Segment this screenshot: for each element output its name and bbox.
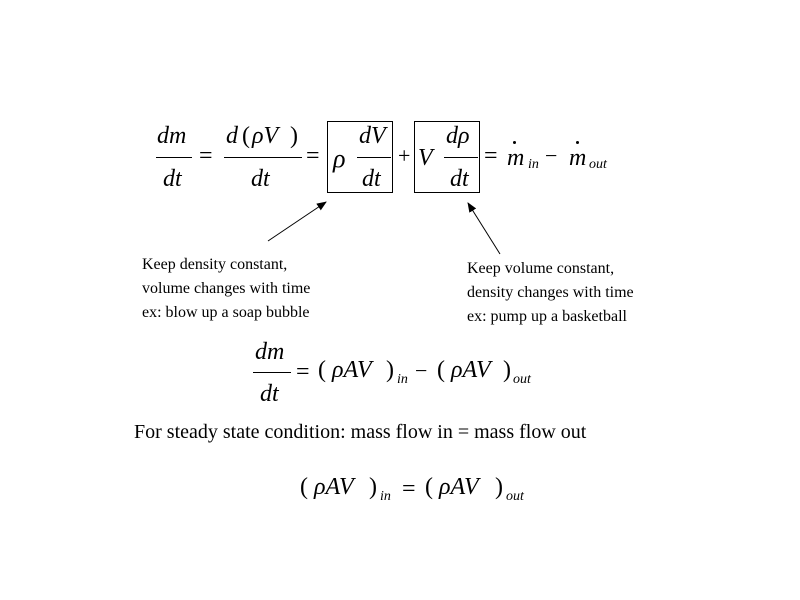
eq3-paren-open-2: ( bbox=[425, 474, 433, 500]
eq1-mdot-out-dot bbox=[576, 141, 579, 144]
eq2-paren-open-1: ( bbox=[318, 357, 326, 383]
eq1-mdot-out: m bbox=[569, 145, 587, 171]
note-left-line-3: ex: blow up a soap bubble bbox=[142, 304, 310, 321]
eq1-V: V bbox=[418, 145, 433, 171]
arrow-right bbox=[467, 202, 501, 255]
note-right-line-3: ex: pump up a basketball bbox=[467, 308, 627, 325]
eq3-rhoAV-out: ρAV bbox=[439, 474, 479, 500]
eq1-box1-numerator: dV bbox=[359, 123, 386, 149]
eq1-rho: ρ bbox=[333, 144, 346, 173]
eq1-box2-denominator: dt bbox=[450, 166, 469, 192]
box-volume-term bbox=[327, 121, 393, 193]
eq1-mid-paren-open: ( bbox=[242, 123, 250, 149]
eq2-paren-close-1: ) bbox=[386, 357, 394, 383]
note-left-line-1: Keep density constant, bbox=[142, 256, 288, 273]
eq1-box2-fraction-bar bbox=[444, 157, 478, 158]
eq3-paren-close-2: ) bbox=[495, 474, 503, 500]
eq2-minus: − bbox=[415, 358, 428, 383]
eq3-out-subscript: out bbox=[506, 489, 524, 504]
note-left-line-2: volume changes with time bbox=[142, 280, 311, 297]
eq2-rhoAV-out: ρAV bbox=[451, 357, 491, 383]
eq1-equals-1: = bbox=[199, 143, 213, 169]
eq3-paren-open-1: ( bbox=[300, 474, 308, 500]
eq1-lhs-denominator: dt bbox=[163, 166, 182, 192]
eq1-mid-d: d bbox=[226, 123, 238, 149]
eq1-mid-rhoV: ρV bbox=[252, 123, 279, 149]
eq3-in-subscript: in bbox=[380, 489, 391, 504]
eq1-lhs-numerator: dm bbox=[157, 123, 187, 149]
eq2-rhoAV-in: ρAV bbox=[332, 357, 372, 383]
eq3-equals: = bbox=[402, 476, 416, 502]
note-right-line-1: Keep volume constant, bbox=[467, 260, 615, 277]
note-right-line-2: density changes with time bbox=[467, 284, 634, 301]
eq3-paren-close-1: ) bbox=[369, 474, 377, 500]
eq2-paren-open-2: ( bbox=[437, 357, 445, 383]
eq1-in-subscript: in bbox=[528, 157, 539, 172]
eq1-mdot-in: m bbox=[507, 145, 525, 171]
arrow-left bbox=[267, 201, 327, 242]
eq1-equals-3: = bbox=[484, 143, 498, 169]
eq3-rhoAV-in: ρAV bbox=[314, 474, 354, 500]
eq1-out-subscript: out bbox=[589, 157, 607, 172]
eq2-fraction-bar bbox=[253, 372, 291, 373]
eq1-box1-denominator: dt bbox=[362, 166, 381, 192]
eq2-in-subscript: in bbox=[397, 372, 408, 387]
eq2-out-subscript: out bbox=[513, 372, 531, 387]
eq2-equals: = bbox=[296, 359, 310, 385]
eq1-plus: + bbox=[398, 143, 411, 168]
eq1-minus: − bbox=[545, 143, 558, 168]
eq1-mid-fraction-bar bbox=[224, 157, 302, 158]
eq1-lhs-fraction-bar bbox=[156, 157, 192, 158]
box-density-term bbox=[414, 121, 480, 193]
eq2-denominator: dt bbox=[260, 381, 279, 407]
eq1-equals-2: = bbox=[306, 143, 320, 169]
eq1-box1-fraction-bar bbox=[357, 157, 391, 158]
eq1-mid-denominator: dt bbox=[251, 166, 270, 192]
note-left: Keep density constant, volume changes wi… bbox=[142, 253, 310, 325]
eq1-mdot-in-dot bbox=[513, 141, 516, 144]
steady-state-statement: For steady state condition: mass flow in… bbox=[134, 421, 587, 443]
eq1-box2-numerator: dρ bbox=[446, 123, 470, 149]
eq2-numerator: dm bbox=[255, 339, 285, 365]
eq2-paren-close-2: ) bbox=[503, 357, 511, 383]
note-right: Keep volume constant, density changes wi… bbox=[467, 257, 634, 329]
eq1-mid-paren-close: ) bbox=[290, 123, 298, 149]
